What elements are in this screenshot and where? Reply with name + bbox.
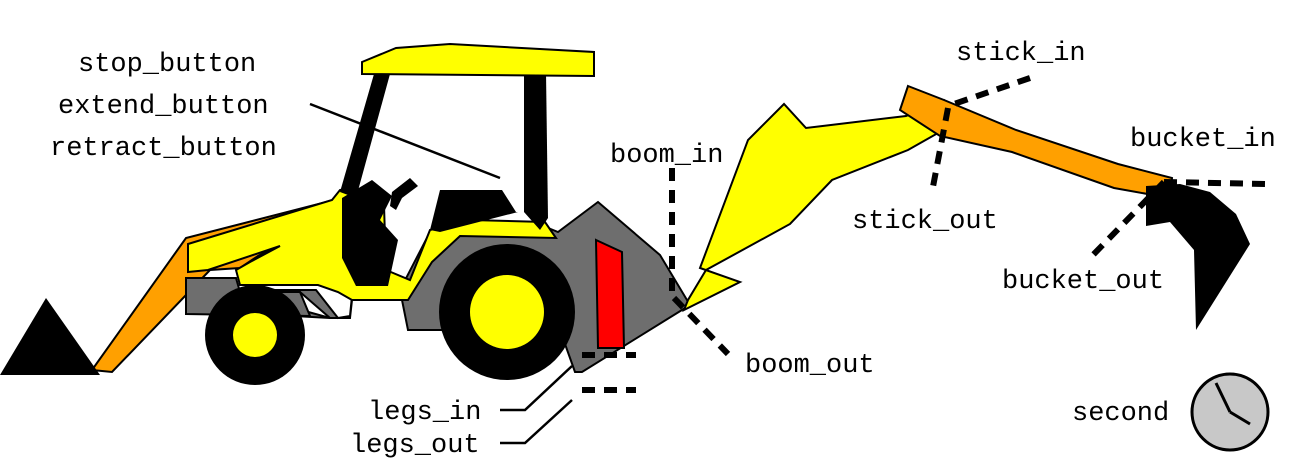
- label-retract-button: retract_button: [50, 134, 277, 164]
- label-stick-in: stick_in: [956, 39, 1086, 69]
- rear-seat: [430, 190, 518, 232]
- label-bucket-out: bucket_out: [1002, 267, 1164, 297]
- button-leader: [309, 102, 501, 180]
- roof-pillar-rear: [524, 72, 548, 230]
- leader-lines: [309, 102, 573, 445]
- stick-out-indicator: [929, 107, 951, 193]
- bucket-out-indicator: [1089, 179, 1167, 259]
- stabilizer-leg: [594, 238, 626, 349]
- label-boom-in: boom_in: [610, 141, 723, 171]
- label-bucket-in: bucket_in: [1130, 125, 1276, 155]
- boom-out-indicator: [671, 295, 731, 357]
- label-stick-out: stick_out: [852, 207, 998, 237]
- rear-bucket: [1146, 184, 1250, 330]
- label-stop-button: stop_button: [78, 50, 256, 80]
- legs-out-leader: [500, 399, 573, 445]
- stick-in-indicator: [947, 75, 1031, 109]
- dashed-indicators: [582, 75, 1269, 393]
- boom: [682, 98, 970, 313]
- front-wheel: [205, 285, 305, 385]
- roof: [361, 42, 595, 78]
- steering-column: [390, 178, 418, 210]
- seat: [342, 180, 398, 286]
- label-extend-button: extend_button: [58, 92, 269, 122]
- roof-pillar-front: [340, 74, 390, 198]
- label-boom-out: boom_out: [745, 351, 875, 381]
- legs-in-leader: [500, 365, 573, 412]
- label-legs-out: legs_out: [350, 431, 480, 461]
- rear-wheel: [439, 244, 575, 380]
- label-second: second: [1072, 399, 1169, 429]
- bucket-in-indicator: [1163, 179, 1269, 187]
- clock-icon: [1190, 372, 1270, 452]
- front-bucket: [0, 298, 100, 375]
- label-legs-in: legs_in: [368, 398, 481, 428]
